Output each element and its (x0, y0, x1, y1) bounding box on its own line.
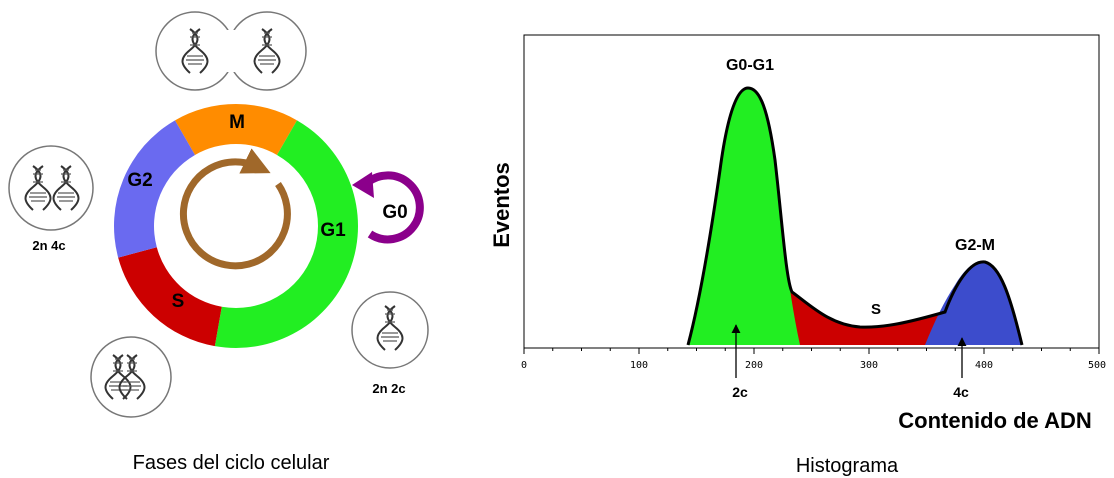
y-axis-label: Eventos (489, 162, 514, 248)
histogram: 0 100 200 300 400 500 G0-G1 S G2-M 2c 4c… (489, 34, 1106, 477)
cell-2n-2c (351, 291, 429, 369)
marker-4c-label: 4c (953, 384, 969, 400)
cell-cycle-diagram: M G1 S G2 G0 2n 4c 2n 2c (8, 11, 429, 474)
cell-2n-4c-label: 2n 4c (32, 238, 65, 253)
phase-g2-label: G2 (127, 170, 152, 191)
x-tick-label: 400 (975, 360, 993, 371)
cell-2n-2c-label: 2n 2c (372, 381, 405, 396)
x-tick-label: 300 (860, 360, 878, 371)
histogram-caption: Histograma (796, 455, 899, 477)
cell-2n-4c (8, 145, 94, 231)
cycle-caption: Fases del ciclo celular (133, 452, 330, 474)
x-tick-label: 100 (630, 360, 648, 371)
phase-g2-segment (113, 120, 195, 258)
plot-frame (523, 34, 1100, 349)
x-axis: 0 100 200 300 400 500 (521, 347, 1106, 371)
dividing-cell (155, 11, 307, 91)
s-phase-region (788, 290, 945, 345)
g0-arrowhead-icon (352, 172, 374, 198)
phase-g1-label: G1 (320, 220, 346, 241)
phase-s-segment (118, 247, 222, 347)
phase-s-label: S (172, 291, 185, 312)
x-tick-label: 0 (521, 360, 527, 371)
g2m-peak-label: G2-M (955, 237, 995, 254)
marker-2c-label: 2c (732, 384, 748, 400)
g2m-peak-region (925, 261, 1022, 345)
s-phase-label: S (871, 301, 881, 318)
x-tick-label: 200 (745, 360, 763, 371)
x-axis-label: Contenido de ADN (898, 408, 1092, 433)
phase-m-label: M (229, 112, 245, 133)
g0-label: G0 (382, 202, 407, 223)
g0g1-peak-label: G0-G1 (726, 57, 774, 74)
cycle-direction-arrow-icon (179, 148, 291, 270)
g0-loop-arrow-icon (362, 171, 424, 244)
histogram-outline (686, 86, 1024, 346)
phase-m-segment (175, 103, 297, 155)
x-tick-label: 500 (1088, 360, 1106, 371)
phase-g1-segment (214, 120, 358, 348)
cell-s-phase (90, 336, 172, 418)
g0g1-peak-region (688, 88, 800, 345)
